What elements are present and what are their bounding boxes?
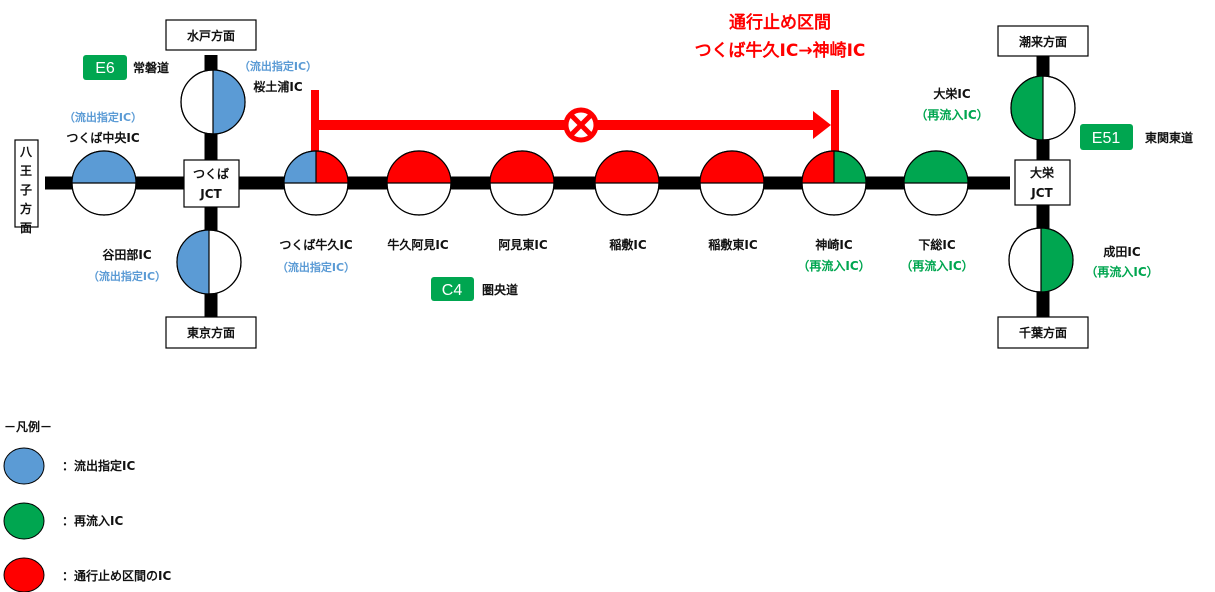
- sakuratsuchiura-note: （流出指定IC）: [239, 59, 317, 73]
- legend-closed-label: ：通行止め区間のIC: [62, 568, 171, 583]
- closure-title-line1: 通行止め区間: [729, 12, 831, 33]
- taiei-jct-line2: JCT: [1030, 186, 1053, 200]
- ic-circle-sakuratsuchiura: [180, 69, 246, 135]
- legend-title: －凡例－: [4, 419, 52, 434]
- taiei-ic-label: 大栄IC: [933, 86, 970, 101]
- closure-arrow-head: [813, 111, 831, 139]
- direction-box-tokyo: 東京方面: [165, 316, 257, 349]
- ami-higashi-label: 阿見東IC: [498, 237, 547, 252]
- inashiki-label: 稲敷IC: [609, 237, 646, 252]
- ic-circle-taiei: [1010, 75, 1076, 141]
- direction-tokyo-label: 東京方面: [187, 325, 235, 340]
- yatabe-label: 谷田部IC: [102, 247, 151, 262]
- c4-badge-text: C4: [442, 282, 463, 299]
- tsukuba-ushiku-note: （流出指定IC）: [277, 260, 355, 274]
- ic-circle-ushiku-ami: [386, 150, 452, 216]
- ic-circle-kozaki: [801, 150, 867, 216]
- legend-outflow-label: ：流出指定IC: [62, 458, 135, 473]
- closure-title-line2: つくば牛久IC→神崎IC: [695, 40, 866, 61]
- direction-box-mito: 水戸方面: [165, 19, 257, 51]
- ic-circle-ami-higashi: [489, 150, 555, 216]
- legend-reentry-label: ：再流入IC: [62, 513, 123, 528]
- narita-note: （再流入IC）: [1085, 264, 1158, 279]
- ic-circle-inashiki: [594, 150, 660, 216]
- closure-marker: [311, 90, 839, 182]
- ic-circle-tsukuba-chuo: [71, 150, 137, 216]
- tsukuba-ushiku-label: つくば牛久IC: [279, 237, 352, 252]
- e6-road-name: 常磐道: [133, 60, 169, 75]
- shimofusa-note: （再流入IC）: [900, 258, 973, 273]
- shimofusa-label: 下総IC: [918, 237, 955, 252]
- kozaki-label: 神崎IC: [815, 237, 852, 252]
- direction-hachioji-label: 八王子方面: [19, 145, 33, 235]
- kozaki-note: （再流入IC）: [797, 258, 870, 273]
- direction-box-chiba: 千葉方面: [997, 316, 1089, 349]
- direction-box-hachioji: 八王子方面: [14, 139, 39, 235]
- sakuratsuchiura-label: 桜土浦IC: [253, 79, 302, 94]
- e51-badge-text: E51: [1092, 130, 1121, 147]
- ic-circle-shimofusa: [903, 150, 969, 216]
- direction-mito-label: 水戸方面: [187, 28, 235, 43]
- tsukuba-jct-box: つくば JCT: [183, 159, 240, 208]
- taiei-ic-note: （再流入IC）: [915, 107, 988, 122]
- closure-end-bar: [831, 90, 839, 182]
- legend-reentry-swatch: [3, 502, 45, 540]
- yatabe-note: （流出指定IC）: [88, 269, 166, 283]
- legend-closed-swatch: [3, 557, 45, 592]
- direction-itako-label: 潮来方面: [1019, 34, 1067, 49]
- tsukuba-chuo-label: つくば中央IC: [66, 130, 139, 145]
- ic-circle-narita: [1008, 227, 1074, 293]
- tsukuba-chuo-note: （流出指定IC）: [64, 110, 142, 124]
- inashiki-higashi-label: 稲敷東IC: [708, 237, 757, 252]
- no-entry-icon: [563, 107, 599, 143]
- taiei-jct-box: 大栄 JCT: [1014, 159, 1071, 206]
- c4-road-name: 圏央道: [482, 282, 518, 297]
- legend-outflow-swatch: [3, 447, 45, 485]
- e6-badge-text: E6: [95, 60, 115, 77]
- ushiku-ami-label: 牛久阿見IC: [387, 237, 448, 252]
- direction-box-itako: 潮来方面: [997, 25, 1089, 57]
- ic-circle-inashiki-higashi: [699, 150, 765, 216]
- closure-start-bar: [311, 90, 319, 182]
- c4-badge: C4: [431, 277, 474, 301]
- direction-chiba-label: 千葉方面: [1019, 325, 1067, 340]
- tsukuba-jct-line1: つくば: [193, 166, 229, 181]
- taiei-jct-line1: 大栄: [1030, 165, 1055, 180]
- e51-road-name: 東関東道: [1145, 130, 1193, 145]
- narita-label: 成田IC: [1103, 244, 1140, 259]
- ic-circle-yatabe: [176, 229, 242, 295]
- e51-badge: E51: [1080, 124, 1133, 150]
- tsukuba-jct-line2: JCT: [199, 187, 222, 201]
- e6-badge: E6: [83, 55, 127, 80]
- ic-circle-tsukuba-ushiku: [283, 150, 349, 216]
